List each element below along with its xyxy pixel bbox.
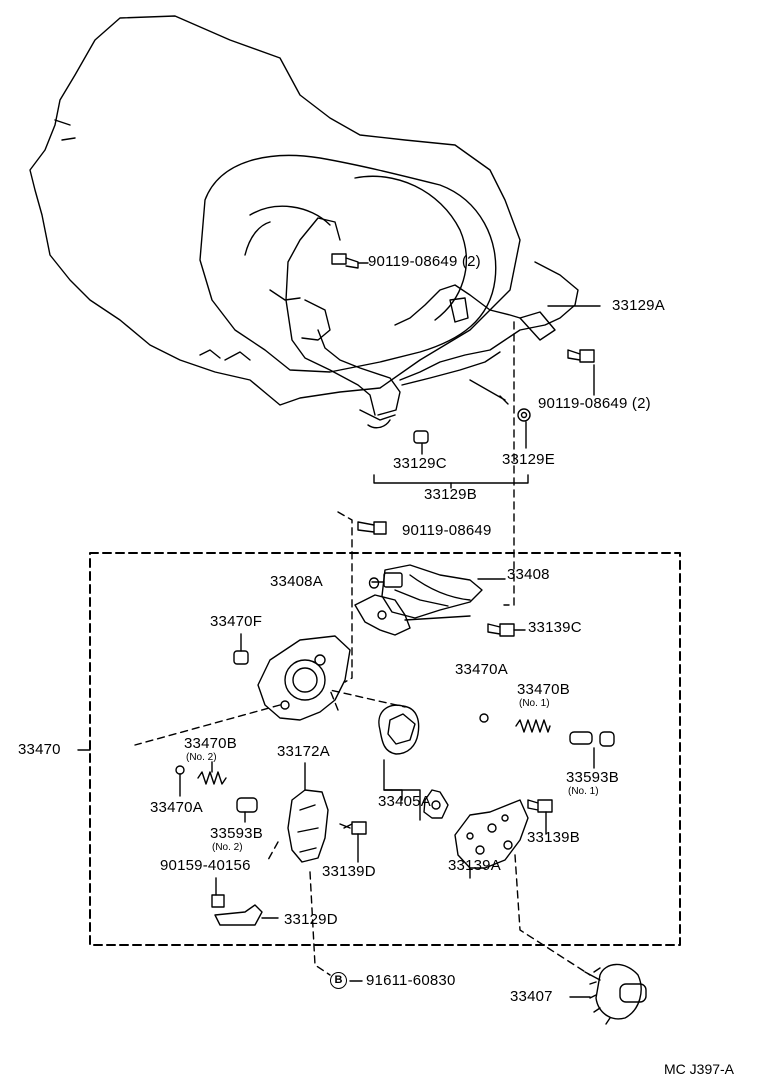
label-33139C: 33139C bbox=[528, 619, 582, 636]
label-33405A: 33405A bbox=[378, 793, 431, 810]
pump-cover-33408 bbox=[381, 564, 483, 619]
inner-bore bbox=[354, 175, 468, 321]
clamp-33129C bbox=[413, 430, 429, 444]
label-33470: 33470 bbox=[18, 741, 61, 758]
bell-housing-outline bbox=[199, 154, 497, 373]
label-90159-40156: 90159-40156 bbox=[160, 857, 251, 874]
pipe-end-fitting bbox=[359, 409, 396, 429]
pipe-dipstick-end bbox=[469, 379, 509, 405]
label-33139A: 33139A bbox=[448, 857, 501, 874]
label-33593B-left: 33593B bbox=[210, 825, 263, 842]
label-33470A-left: 33470A bbox=[150, 799, 203, 816]
oil-pipe-33129A bbox=[285, 217, 401, 416]
transmission-case-outline bbox=[29, 15, 521, 406]
bolt-90119-08649-mid bbox=[357, 521, 387, 535]
label-33139D: 33139D bbox=[322, 863, 376, 880]
rotor-33405A-gear bbox=[423, 789, 449, 819]
plug-33470A-right bbox=[479, 713, 489, 723]
bolt-33139B bbox=[527, 799, 553, 813]
label-33470B-right-sub: (No. 1) bbox=[519, 698, 550, 709]
clamp-33129E bbox=[517, 408, 531, 422]
pump-housing-plate bbox=[257, 635, 351, 721]
label-33129E: 33129E bbox=[502, 451, 555, 468]
label-33470B-right: 33470B bbox=[517, 681, 570, 698]
bolt-90159-40156 bbox=[211, 894, 225, 908]
oil-pipe-33129A-branch bbox=[394, 284, 521, 326]
label-33172A: 33172A bbox=[277, 743, 330, 760]
label-33408A: 33408A bbox=[270, 573, 323, 590]
bolt-90119-08649-right bbox=[567, 349, 595, 363]
label-33593B-right-sub: (No. 1) bbox=[568, 786, 599, 797]
label-33129A: 33129A bbox=[612, 297, 665, 314]
label-33129D: 33129D bbox=[284, 911, 338, 928]
cap-33470F bbox=[233, 650, 249, 665]
plug-33470A-left bbox=[175, 765, 185, 775]
bolt-90119-08649-top bbox=[331, 253, 359, 269]
oring-33408A bbox=[368, 577, 380, 589]
spring-33470B-left bbox=[197, 771, 227, 785]
label-33129C: 33129C bbox=[393, 455, 447, 472]
valve-33593B-right bbox=[569, 731, 615, 747]
clamp-33129D bbox=[214, 904, 263, 926]
diagram-code: MC J397-A bbox=[664, 1061, 735, 1077]
label-91611-60830: 91611-60830 bbox=[366, 972, 456, 989]
assembly-box-33470 bbox=[89, 552, 681, 946]
gear-33407 bbox=[584, 963, 647, 1025]
plate-33172A bbox=[287, 789, 329, 863]
pipe-bracket bbox=[449, 297, 556, 341]
pump-body bbox=[354, 594, 411, 636]
label-90119-08649-right: 90119-08649 (2) bbox=[538, 395, 651, 412]
bolt-marker-b: B bbox=[330, 972, 347, 989]
label-33593B-right: 33593B bbox=[566, 769, 619, 786]
dashed-connector bbox=[503, 321, 515, 606]
cover-33139A bbox=[454, 799, 529, 869]
label-90119-08649-top: 90119-08649 (2) bbox=[368, 253, 481, 270]
label-33593B-left-sub: (No. 2) bbox=[212, 842, 243, 853]
bolt-33139C bbox=[487, 623, 515, 637]
label-33408: 33408 bbox=[507, 566, 550, 583]
label-33470A-right: 33470A bbox=[455, 661, 508, 678]
label-33470B-left: 33470B bbox=[184, 735, 237, 752]
label-90119-08649-mid: 90119-08649 bbox=[402, 522, 492, 539]
bolt-33139D bbox=[339, 821, 367, 835]
case-detail-lines bbox=[54, 119, 331, 361]
spring-33470B-right bbox=[515, 719, 551, 733]
label-33470F: 33470F bbox=[210, 613, 263, 630]
label-33139B: 33139B bbox=[527, 829, 580, 846]
valve-33593B-left bbox=[236, 797, 258, 813]
label-33129B: 33129B bbox=[424, 486, 477, 503]
label-33470B-left-sub: (No. 2) bbox=[186, 752, 217, 763]
label-33407: 33407 bbox=[510, 988, 553, 1005]
rotor-33405A bbox=[378, 704, 420, 755]
oil-pipe-33129A-long bbox=[399, 261, 579, 386]
inner-housing-arc bbox=[244, 205, 331, 256]
